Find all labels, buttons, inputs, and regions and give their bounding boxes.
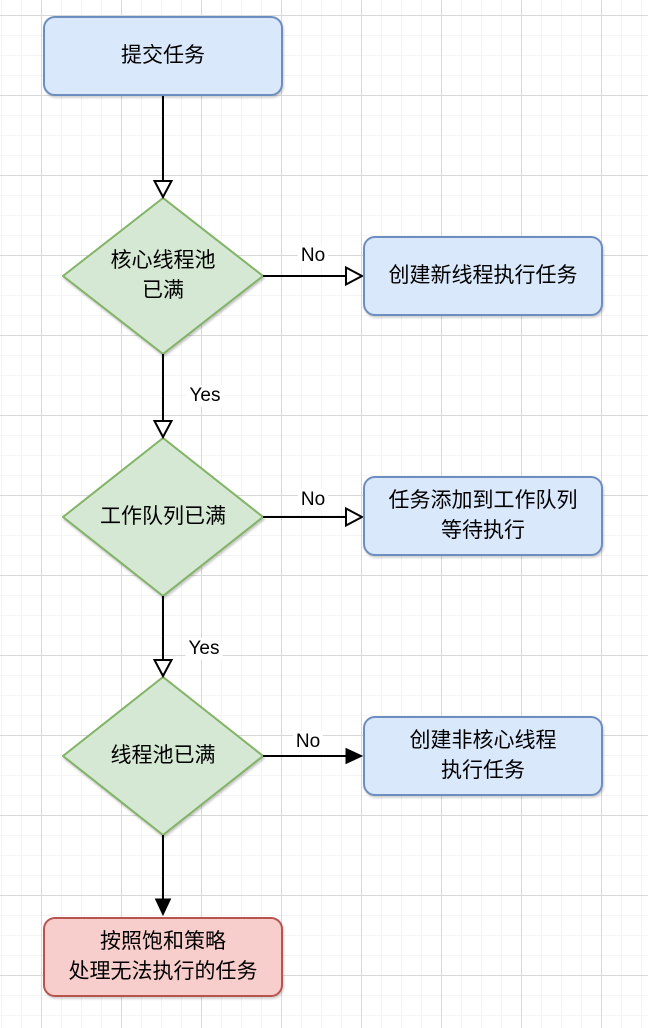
arrowhead-open-decision2-yes <box>152 659 174 679</box>
edge-label-decision2-yes: Yes <box>185 638 223 660</box>
arrowhead-open-decision2-no <box>345 506 365 528</box>
node-saturation-policy: 按照饱和策略 处理无法执行的任务 <box>43 917 283 997</box>
decision-thread-pool-full-label: 线程池已满 <box>110 744 216 767</box>
node-add-to-work-queue-label: 任务添加到工作队列 等待执行 <box>388 489 578 542</box>
decision-core-pool-full-label: 核心线程池 已满 <box>110 249 216 302</box>
node-create-new-thread: 创建新线程执行任务 <box>363 236 603 316</box>
arrowhead-open-start-to-decision1 <box>152 180 174 200</box>
arrowhead-open-decision1-no <box>345 265 365 287</box>
edge-label-decision3-no: No <box>292 731 324 753</box>
decision-work-queue-full-label: 工作队列已满 <box>100 505 226 528</box>
edge-label-decision2-no: No <box>297 489 329 511</box>
node-create-non-core-thread-label: 创建非核心线程 执行任务 <box>409 729 557 782</box>
arrowhead-open-decision1-yes <box>152 420 174 440</box>
node-saturation-policy-label: 按照饱和策略 处理无法执行的任务 <box>68 930 258 983</box>
node-submit-task: 提交任务 <box>43 16 283 96</box>
node-create-non-core-thread: 创建非核心线程 执行任务 <box>363 716 603 796</box>
node-add-to-work-queue: 任务添加到工作队列 等待执行 <box>363 476 603 556</box>
edge-label-decision1-yes: Yes <box>186 385 224 407</box>
edge-label-decision1-no: No <box>297 245 329 267</box>
node-submit-task-label: 提交任务 <box>121 44 205 67</box>
arrowhead-solid-decision3-no <box>345 747 364 765</box>
node-create-new-thread-label: 创建新线程执行任务 <box>388 264 578 287</box>
arrowhead-solid-decision3-to-end <box>154 898 172 917</box>
